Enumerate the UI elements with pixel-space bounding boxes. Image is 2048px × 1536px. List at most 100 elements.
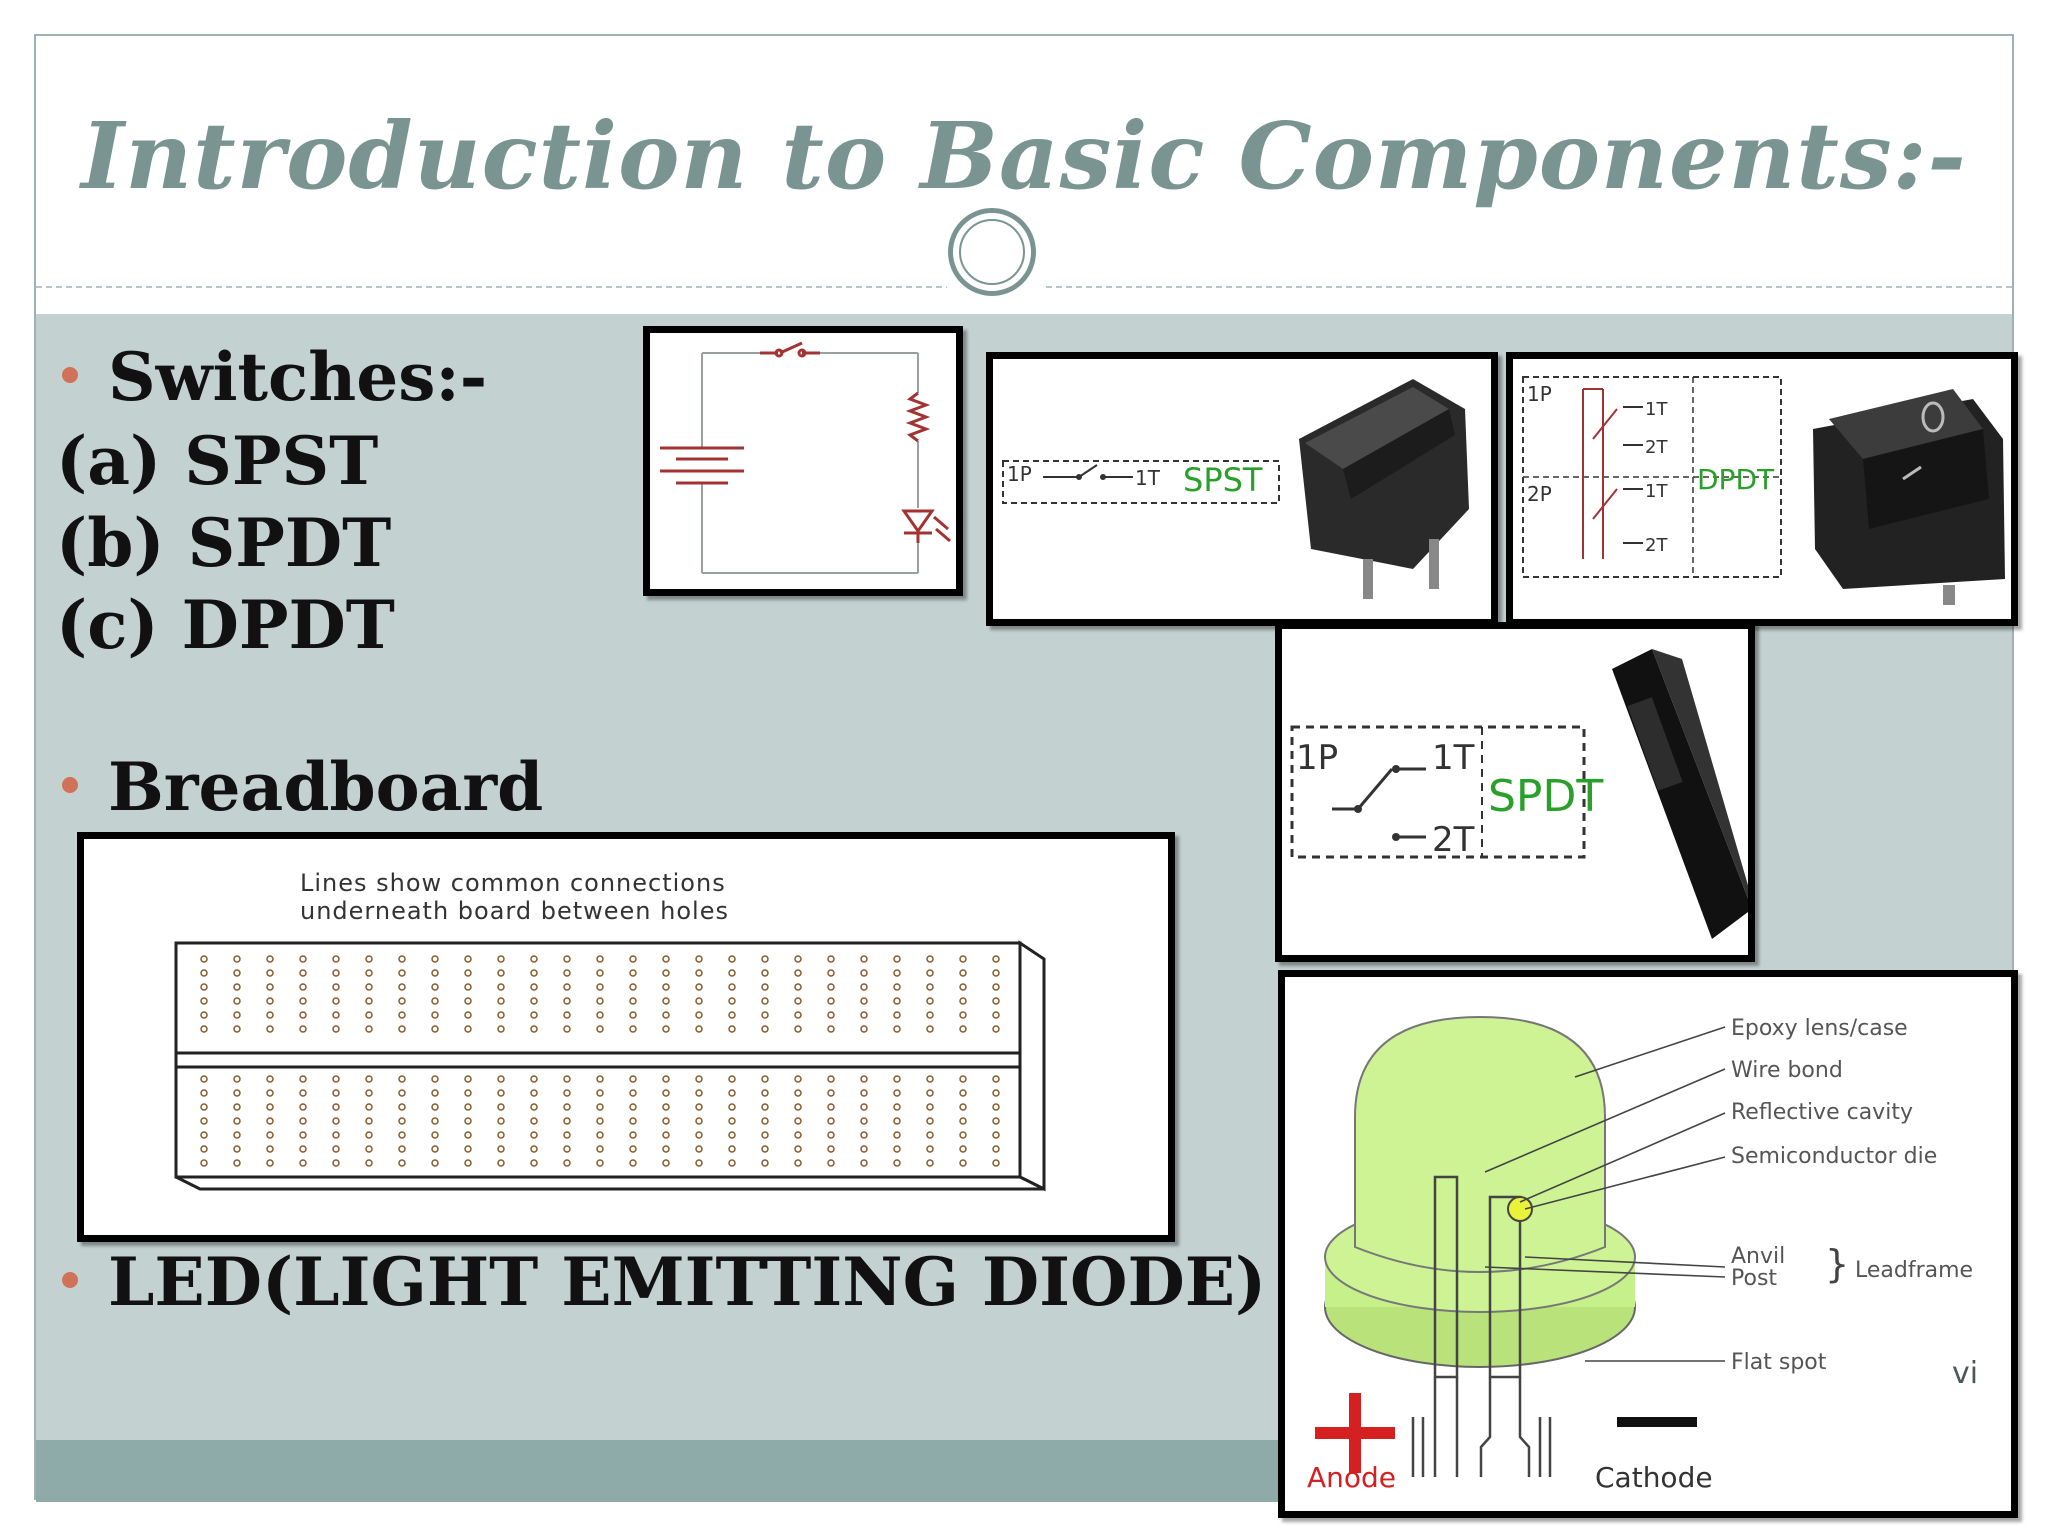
breadboard-hole: [596, 1131, 604, 1139]
breadboard-hole: [959, 1089, 967, 1097]
breadboard-hole: [662, 983, 670, 991]
breadboard-hole: [596, 1089, 604, 1097]
spst-pole-label: 1P: [1007, 462, 1032, 486]
slide-number: vi: [1952, 1356, 1979, 1391]
dpdt-switch-image: 1P 2P 1T 2T 1T 2T DPDT: [1506, 352, 2018, 626]
breadboard-hole: [431, 969, 439, 977]
breadboard-hole: [992, 983, 1000, 991]
led-label-wire: Wire bond: [1731, 1058, 1843, 1083]
dpdt-t2a: 2T: [1645, 437, 1668, 458]
breadboard-hole: [233, 1103, 241, 1111]
breadboard-hole: [299, 1089, 307, 1097]
breadboard-hole: [431, 1089, 439, 1097]
breadboard-hole: [563, 1159, 571, 1167]
breadboard-hole: [299, 997, 307, 1005]
breadboard-hole: [959, 997, 967, 1005]
breadboard-hole: [959, 1159, 967, 1167]
bullet-breadboard-text: Breadboard: [108, 748, 544, 826]
led-label-flat: Flat spot: [1731, 1350, 1827, 1375]
breadboard-hole: [563, 983, 571, 991]
breadboard-hole: [497, 1117, 505, 1125]
breadboard-hole: [827, 1131, 835, 1139]
breadboard-hole: [464, 1103, 472, 1111]
breadboard-hole: [827, 1025, 835, 1033]
breadboard-hole: [530, 1025, 538, 1033]
breadboard-hole: [893, 1089, 901, 1097]
breadboard-hole: [266, 1103, 274, 1111]
breadboard-hole: [398, 1075, 406, 1083]
breadboard-hole: [893, 983, 901, 991]
breadboard-hole: [926, 983, 934, 991]
breadboard-hole: [431, 1103, 439, 1111]
breadboard-hole: [926, 1103, 934, 1111]
slide-title: Introduction to Basic Components:-: [81, 102, 1967, 210]
breadboard-hole: [926, 1025, 934, 1033]
breadboard-hole: [827, 997, 835, 1005]
breadboard-hole: [728, 1103, 736, 1111]
breadboard-hole: [860, 1089, 868, 1097]
breadboard-hole: [992, 955, 1000, 963]
breadboard-hole: [299, 1103, 307, 1111]
breadboard-hole: [365, 983, 373, 991]
breadboard-hole: [497, 1075, 505, 1083]
breadboard-hole: [629, 997, 637, 1005]
breadboard-hole: [497, 969, 505, 977]
breadboard-hole: [332, 955, 340, 963]
breadboard-hole: [365, 1089, 373, 1097]
breadboard-hole: [365, 1159, 373, 1167]
breadboard-hole: [662, 1089, 670, 1097]
breadboard-hole: [959, 955, 967, 963]
breadboard-hole: [860, 997, 868, 1005]
breadboard-hole: [629, 1117, 637, 1125]
breadboard-hole: [926, 955, 934, 963]
spdt-switch-graphic: 1P 1T 2T SPDT: [1290, 649, 1752, 939]
breadboard-hole: [431, 955, 439, 963]
bullet-breadboard: Breadboard: [62, 748, 543, 826]
breadboard-hole: [398, 1103, 406, 1111]
dpdt-switch-graphic: 1P 2P 1T 2T 1T 2T DPDT: [1522, 376, 2005, 605]
breadboard-hole: [398, 983, 406, 991]
breadboard-hole: [365, 969, 373, 977]
breadboard-hole: [266, 955, 274, 963]
breadboard-hole: [233, 1145, 241, 1153]
breadboard-hole: [365, 1117, 373, 1125]
breadboard-hole: [794, 1103, 802, 1111]
breadboard-hole: [596, 1145, 604, 1153]
breadboard-hole: [431, 1117, 439, 1125]
breadboard-hole: [200, 1159, 208, 1167]
breadboard-hole: [200, 969, 208, 977]
breadboard-hole: [794, 969, 802, 977]
breadboard-hole: [662, 1075, 670, 1083]
breadboard-hole: [827, 1075, 835, 1083]
breadboard-hole: [497, 1103, 505, 1111]
breadboard-hole: [695, 1075, 703, 1083]
breadboard-hole: [959, 1131, 967, 1139]
breadboard-hole: [596, 1011, 604, 1019]
breadboard-hole: [266, 983, 274, 991]
breadboard-hole: [464, 1117, 472, 1125]
breadboard-caption-line1: Lines show common connections: [300, 869, 726, 897]
breadboard-hole: [530, 969, 538, 977]
breadboard-hole: [497, 955, 505, 963]
breadboard-hole: [233, 1117, 241, 1125]
breadboard-hole: [464, 1025, 472, 1033]
breadboard-hole: [398, 969, 406, 977]
breadboard-hole: [761, 969, 769, 977]
breadboard-hole: [332, 1103, 340, 1111]
breadboard-hole: [233, 997, 241, 1005]
breadboard-hole: [233, 1011, 241, 1019]
breadboard-hole: [893, 969, 901, 977]
bullet-switches-text: Switches:-: [108, 338, 488, 416]
switch-type-spst: (a) SPST: [56, 422, 379, 500]
breadboard-hole: [893, 1131, 901, 1139]
breadboard-hole: [794, 983, 802, 991]
breadboard-hole: [365, 1131, 373, 1139]
breadboard-hole: [926, 1117, 934, 1125]
breadboard-hole: [959, 1117, 967, 1125]
breadboard-hole: [959, 1011, 967, 1019]
plus-icon: [1315, 1393, 1395, 1473]
breadboard-hole: [332, 1131, 340, 1139]
breadboard-hole: [563, 1131, 571, 1139]
breadboard-hole: [563, 955, 571, 963]
breadboard-hole: [530, 1131, 538, 1139]
